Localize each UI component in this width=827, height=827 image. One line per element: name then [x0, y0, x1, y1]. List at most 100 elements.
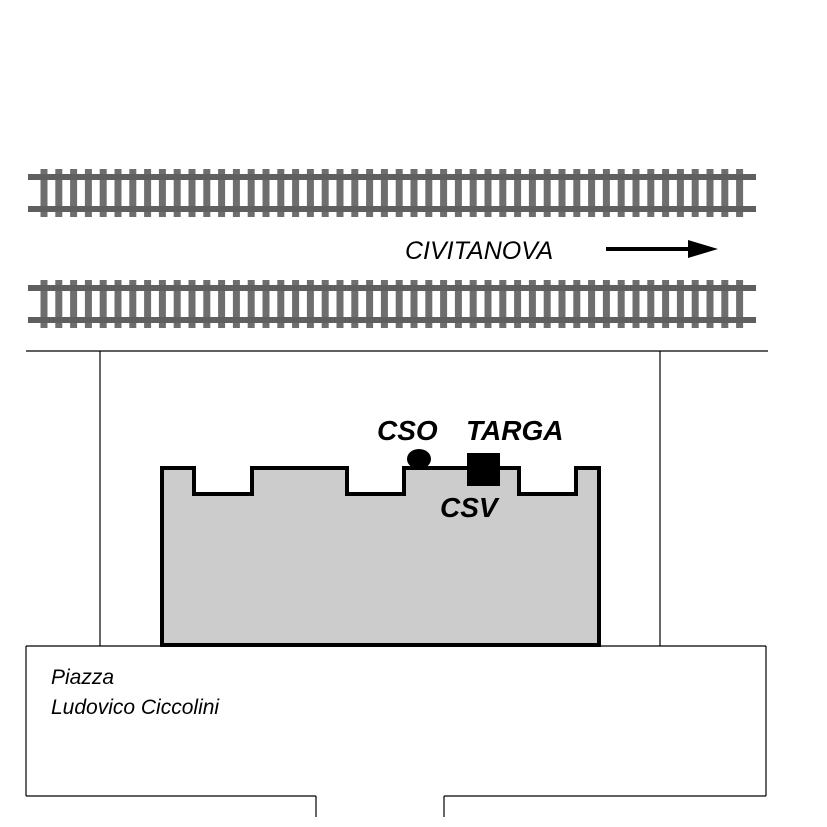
track-sleeper — [395, 280, 403, 328]
track-sleeper — [454, 169, 462, 217]
railway-track-upper — [28, 169, 756, 217]
piazza-name-line2: Ludovico Ciccolini — [51, 696, 220, 719]
track-sleeper — [55, 169, 63, 217]
track-sleeper — [425, 169, 433, 217]
track-rail — [28, 206, 756, 212]
cso-marker-icon — [407, 449, 431, 469]
track-sleeper — [499, 280, 507, 328]
track-sleeper — [736, 280, 744, 328]
station-building — [160, 466, 601, 647]
track-sleeper — [292, 169, 300, 217]
track-sleeper — [676, 280, 684, 328]
station-area-outline — [99, 351, 661, 646]
track-sleeper — [173, 169, 181, 217]
cso-label: CSO — [377, 415, 438, 446]
track-sleeper — [380, 169, 388, 217]
track-sleeper — [366, 280, 374, 328]
track-sleeper — [617, 280, 625, 328]
track-sleeper — [351, 169, 359, 217]
track-sleeper — [70, 280, 78, 328]
track-sleeper — [144, 280, 152, 328]
track-sleeper — [70, 169, 78, 217]
direction-label: CIVITANOVA — [405, 237, 553, 265]
track-sleeper — [410, 169, 418, 217]
track-sleeper — [129, 280, 137, 328]
track-sleeper — [514, 280, 522, 328]
track-sleeper — [647, 169, 655, 217]
track-sleeper — [484, 169, 492, 217]
track-sleeper — [706, 169, 714, 217]
track-sleeper — [292, 280, 300, 328]
track-sleeper — [40, 280, 48, 328]
track-sleeper — [262, 280, 270, 328]
track-sleeper — [543, 280, 551, 328]
track-rail — [28, 285, 756, 291]
track-sleeper — [454, 280, 462, 328]
track-sleeper — [336, 169, 344, 217]
track-sleeper — [277, 169, 285, 217]
targa-label: TARGA — [466, 415, 563, 446]
track-rail — [28, 317, 756, 323]
track-sleeper — [218, 169, 226, 217]
track-sleeper — [588, 280, 596, 328]
track-sleeper — [351, 280, 359, 328]
track-sleeper — [469, 169, 477, 217]
track-sleeper — [203, 280, 211, 328]
track-sleeper — [543, 169, 551, 217]
targa-marker-icon — [467, 453, 500, 486]
track-sleeper — [55, 280, 63, 328]
track-sleeper — [336, 280, 344, 328]
track-sleeper — [188, 169, 196, 217]
track-sleeper — [484, 280, 492, 328]
track-sleeper — [528, 169, 536, 217]
track-sleeper — [721, 280, 729, 328]
track-sleeper — [588, 169, 596, 217]
track-sleeper — [99, 280, 107, 328]
track-sleeper — [188, 280, 196, 328]
track-sleeper — [632, 169, 640, 217]
track-sleeper — [573, 169, 581, 217]
csv-label: CSV — [440, 492, 500, 523]
track-sleeper — [366, 169, 374, 217]
track-sleeper — [410, 280, 418, 328]
track-sleeper — [528, 280, 536, 328]
track-sleeper — [158, 169, 166, 217]
track-sleeper — [158, 280, 166, 328]
track-sleeper — [321, 169, 329, 217]
track-sleeper — [144, 169, 152, 217]
track-sleeper — [514, 169, 522, 217]
track-sleeper — [469, 280, 477, 328]
track-sleeper — [232, 280, 240, 328]
track-sleeper — [173, 280, 181, 328]
track-sleeper — [602, 280, 610, 328]
track-sleeper — [306, 280, 314, 328]
track-sleeper — [247, 280, 255, 328]
track-sleeper — [84, 280, 92, 328]
railway-track-lower — [28, 280, 756, 328]
track-sleeper — [721, 169, 729, 217]
track-sleeper — [425, 280, 433, 328]
track-sleeper — [306, 169, 314, 217]
track-sleeper — [321, 280, 329, 328]
track-sleeper — [691, 169, 699, 217]
track-sleeper — [602, 169, 610, 217]
track-sleeper — [232, 169, 240, 217]
track-sleeper — [736, 169, 744, 217]
track-rail — [28, 174, 756, 180]
track-sleeper — [676, 169, 684, 217]
track-sleeper — [706, 280, 714, 328]
track-sleeper — [632, 280, 640, 328]
track-sleeper — [662, 280, 670, 328]
track-sleeper — [440, 169, 448, 217]
track-sleeper — [203, 169, 211, 217]
track-sleeper — [558, 169, 566, 217]
track-sleeper — [440, 280, 448, 328]
track-sleeper — [99, 169, 107, 217]
track-sleeper — [617, 169, 625, 217]
track-sleeper — [647, 280, 655, 328]
track-sleeper — [691, 280, 699, 328]
track-sleeper — [84, 169, 92, 217]
track-sleeper — [129, 169, 137, 217]
track-sleeper — [380, 280, 388, 328]
piazza-name-line1: Piazza — [51, 666, 114, 689]
